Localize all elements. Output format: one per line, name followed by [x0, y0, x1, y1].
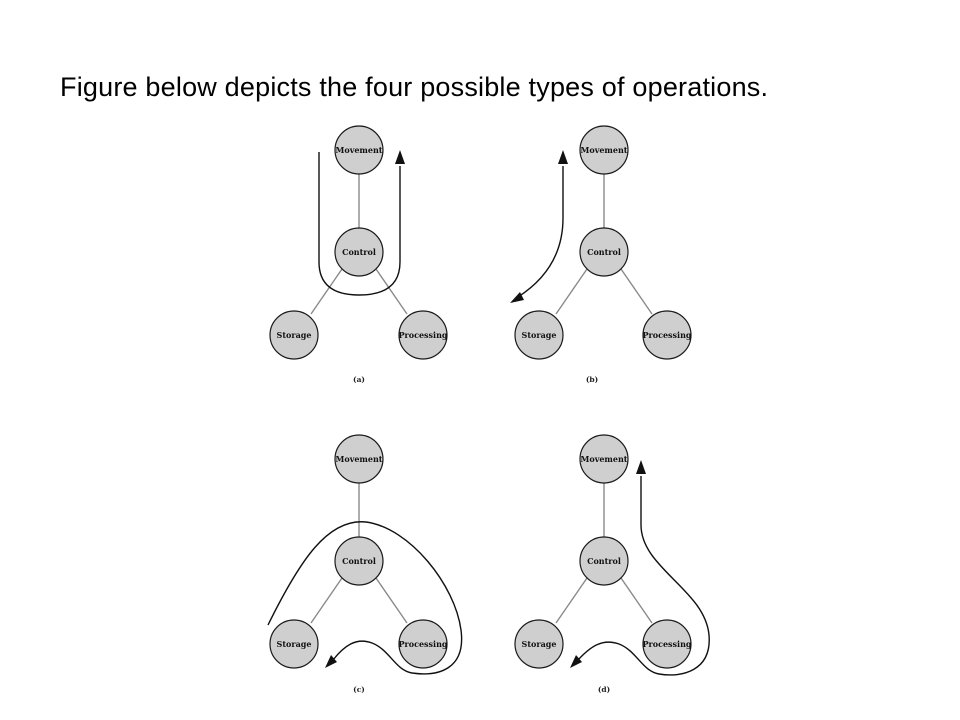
edge-control-processing	[375, 577, 408, 624]
slide-title: Figure below depicts the four possible t…	[60, 72, 769, 102]
node-control: Control	[334, 536, 384, 586]
node-storage: Storage	[269, 619, 319, 669]
flow-path-b	[517, 166, 564, 298]
flow-path-d	[577, 476, 710, 676]
node-movement: Movement	[579, 434, 629, 484]
node-label-control: Control	[587, 556, 621, 566]
arrowhead-icon	[325, 655, 337, 668]
node-movement: Movement	[334, 434, 384, 484]
edge-control-storage	[310, 577, 343, 624]
panel-caption-a: (a)	[353, 375, 365, 384]
arrowhead-icon	[636, 460, 646, 474]
node-storage: Storage	[269, 310, 319, 360]
edge-control-processing	[375, 268, 408, 315]
edge-control-processing	[620, 268, 653, 315]
node-label-processing: Processing	[643, 639, 692, 649]
arrowhead-icon	[558, 150, 568, 164]
node-label-processing: Processing	[399, 330, 448, 340]
node-label-movement: Movement	[336, 145, 383, 155]
node-label-control: Control	[342, 247, 376, 257]
node-processing: Processing	[398, 310, 448, 360]
edge-control-processing	[620, 577, 653, 624]
panel-caption-c: (c)	[353, 685, 365, 694]
node-control: Control	[334, 227, 384, 277]
edge-control-storage	[310, 268, 343, 315]
panel-a: Movement Control Storage Processing (a)	[269, 125, 448, 384]
node-label-movement: Movement	[581, 454, 628, 464]
node-control: Control	[579, 536, 629, 586]
node-storage: Storage	[514, 310, 564, 360]
flow-path-c	[267, 521, 463, 675]
node-label-movement: Movement	[581, 145, 628, 155]
arrowhead-icon	[570, 655, 582, 668]
node-label-movement: Movement	[336, 454, 383, 464]
arrowhead-icon	[510, 292, 524, 303]
arrowhead-icon	[395, 150, 405, 164]
panel-caption-b: (b)	[586, 375, 598, 384]
panel-d: Movement Control Storage Processing (d)	[514, 434, 710, 694]
node-movement: Movement	[334, 125, 384, 175]
node-control: Control	[579, 227, 629, 277]
edge-control-storage	[555, 268, 588, 315]
panel-b: Movement Control Storage Processing (b)	[510, 125, 692, 384]
node-label-storage: Storage	[277, 330, 312, 340]
node-processing: Processing	[642, 310, 692, 360]
node-label-processing: Processing	[643, 330, 692, 340]
node-processing: Processing	[642, 619, 692, 669]
node-label-storage: Storage	[522, 330, 557, 340]
node-label-storage: Storage	[522, 639, 557, 649]
edge-control-storage	[555, 577, 588, 624]
node-movement: Movement	[579, 125, 629, 175]
node-storage: Storage	[514, 619, 564, 669]
panel-c: Movement Control Storage Processing (c)	[267, 434, 463, 694]
node-processing: Processing	[398, 619, 448, 669]
node-label-storage: Storage	[277, 639, 312, 649]
panel-caption-d: (d)	[598, 685, 610, 694]
node-label-processing: Processing	[399, 639, 448, 649]
flow-path-a	[318, 152, 401, 296]
node-label-control: Control	[342, 556, 376, 566]
node-label-control: Control	[587, 247, 621, 257]
